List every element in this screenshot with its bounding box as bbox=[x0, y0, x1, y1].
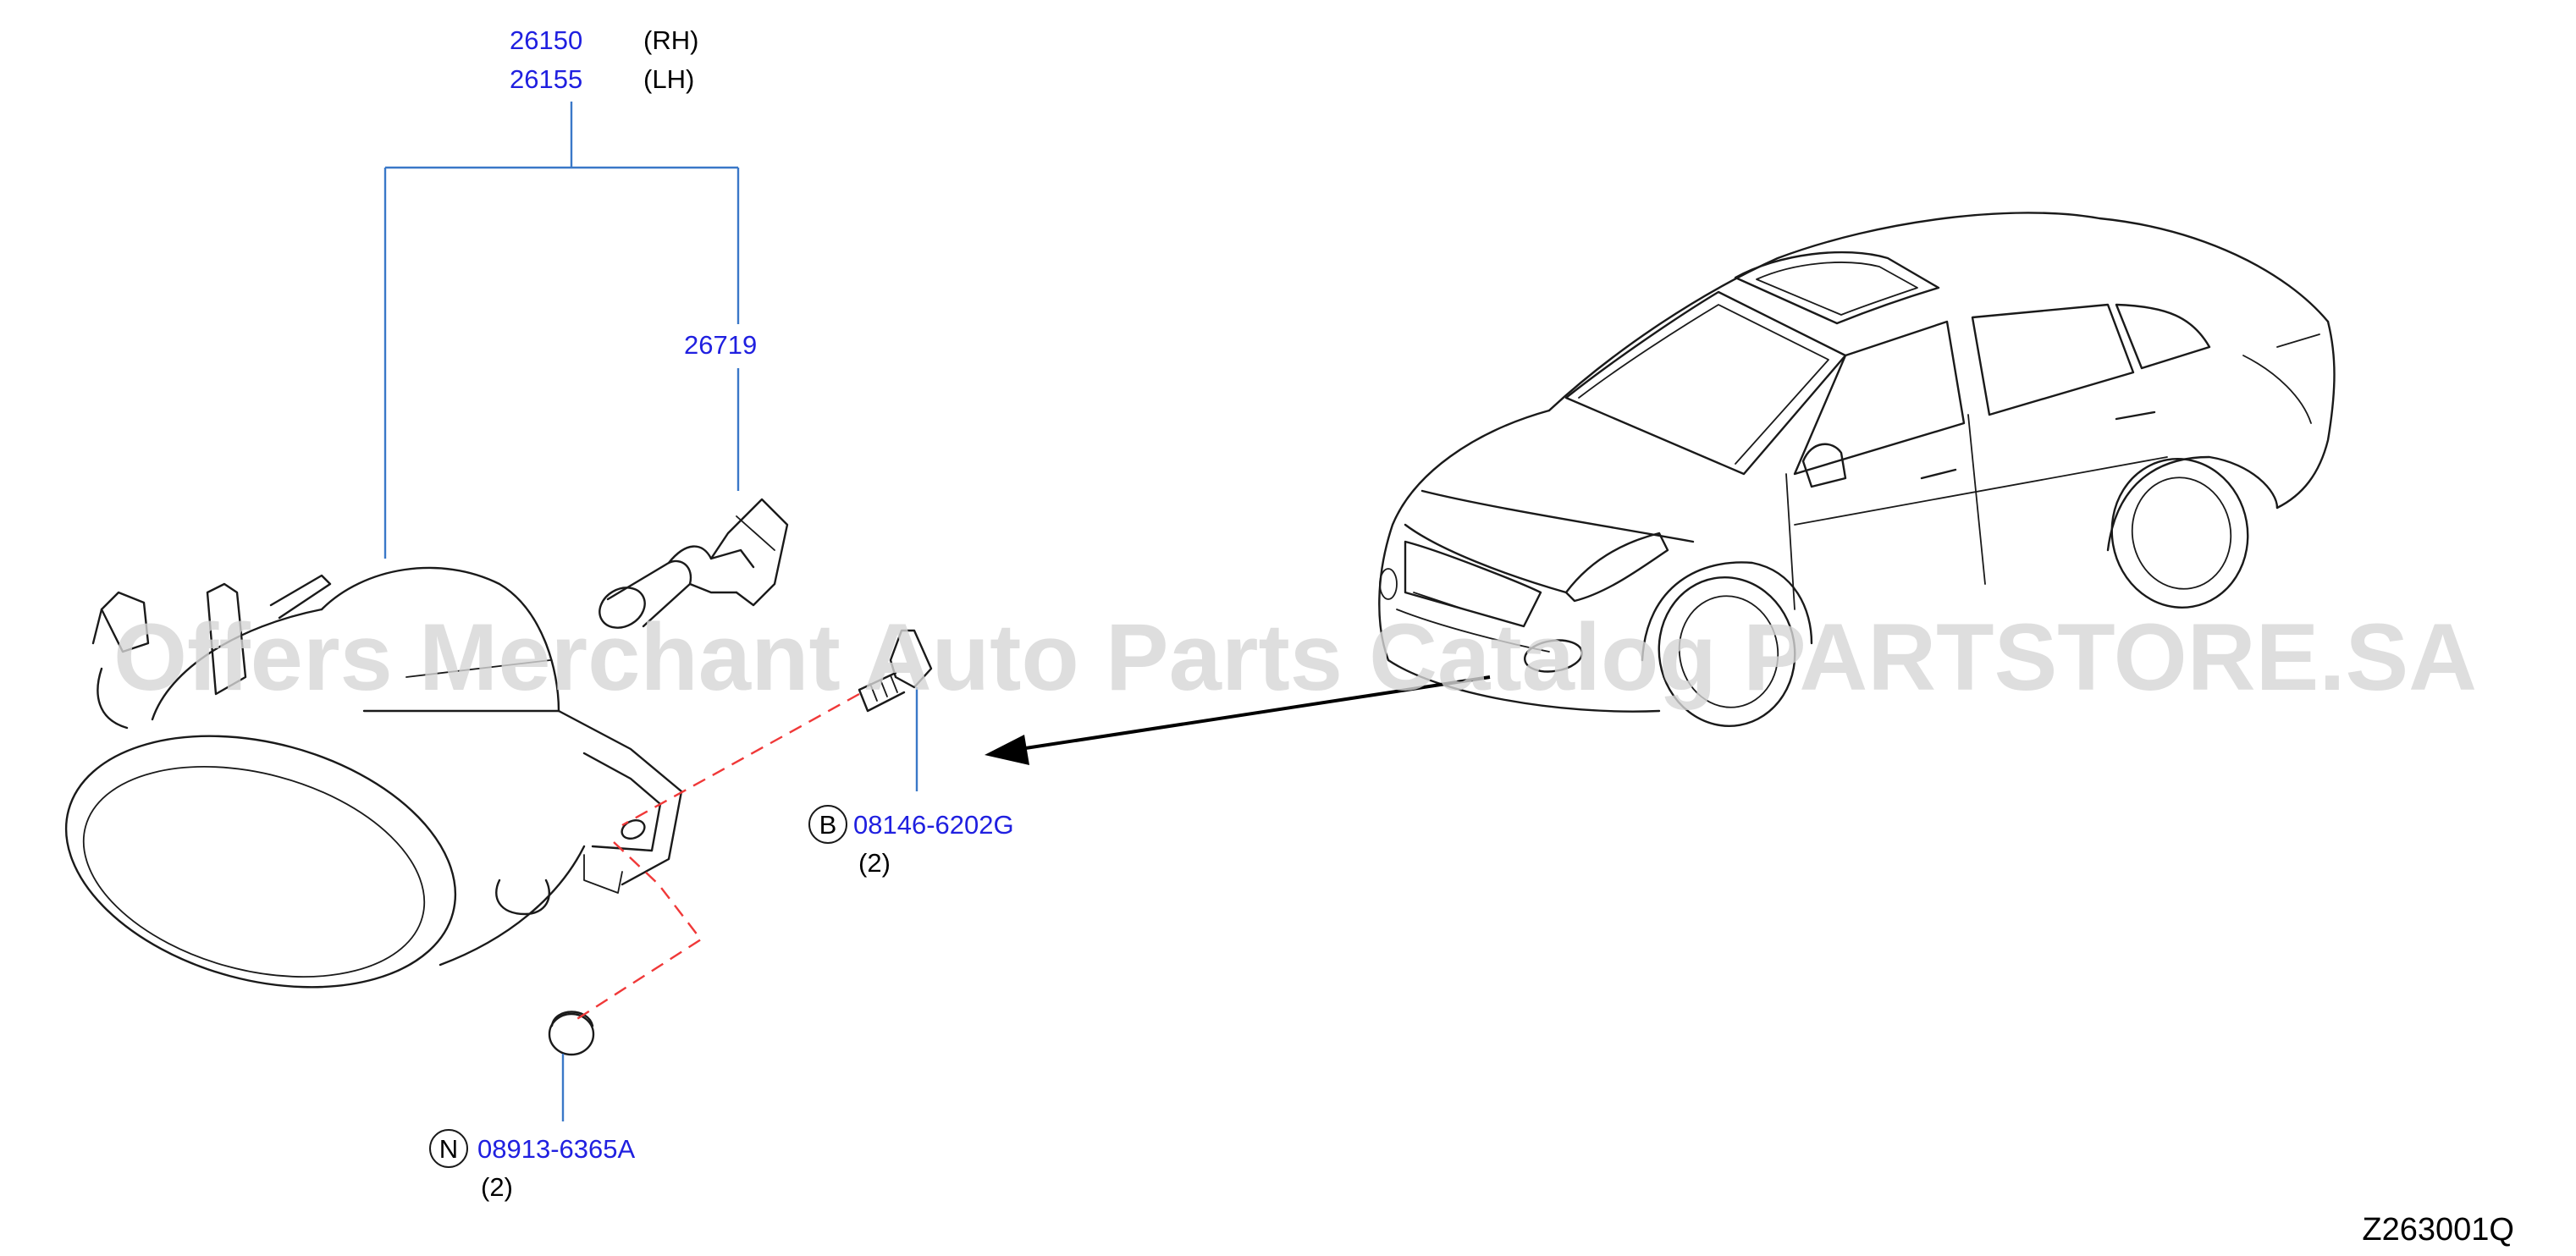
part-number-26155[interactable]: 26155 bbox=[510, 64, 582, 94]
figure-reference: Z263001Q bbox=[2362, 1212, 2514, 1248]
badge-b-letter: B bbox=[819, 810, 837, 840]
vehicle-outline bbox=[1378, 212, 2336, 727]
badge-b bbox=[808, 805, 847, 844]
bulb-part[interactable] bbox=[593, 498, 789, 636]
bolt-quantity: (2) bbox=[858, 848, 891, 878]
part-number-26719[interactable]: 26719 bbox=[684, 330, 757, 360]
part-number-08913-6365A[interactable]: 08913-6365A bbox=[477, 1134, 635, 1164]
side-lh: (LH) bbox=[643, 64, 694, 94]
clip-callout: N 08913-6365A (2) bbox=[429, 1129, 635, 1202]
bolt-callout: B 08146-6202G (2) bbox=[808, 805, 1014, 878]
part-number-08146-6202G[interactable]: 08146-6202G bbox=[853, 810, 1014, 840]
watermark: Offers Merchant Auto Parts Catalog PARTS… bbox=[113, 604, 2477, 710]
fog-lamp-assembly[interactable] bbox=[38, 566, 683, 1027]
leader-lines bbox=[383, 102, 918, 1121]
badge-n-letter: N bbox=[439, 1134, 458, 1164]
location-arrow bbox=[985, 675, 1491, 765]
bolt-part[interactable] bbox=[858, 629, 933, 713]
clip-quantity: (2) bbox=[481, 1172, 513, 1202]
clip-part[interactable] bbox=[548, 1011, 595, 1056]
badge-n bbox=[429, 1129, 468, 1168]
installation-lines bbox=[575, 692, 860, 1022]
part-number-26150[interactable]: 26150 bbox=[510, 25, 582, 55]
side-rh: (RH) bbox=[643, 25, 698, 55]
